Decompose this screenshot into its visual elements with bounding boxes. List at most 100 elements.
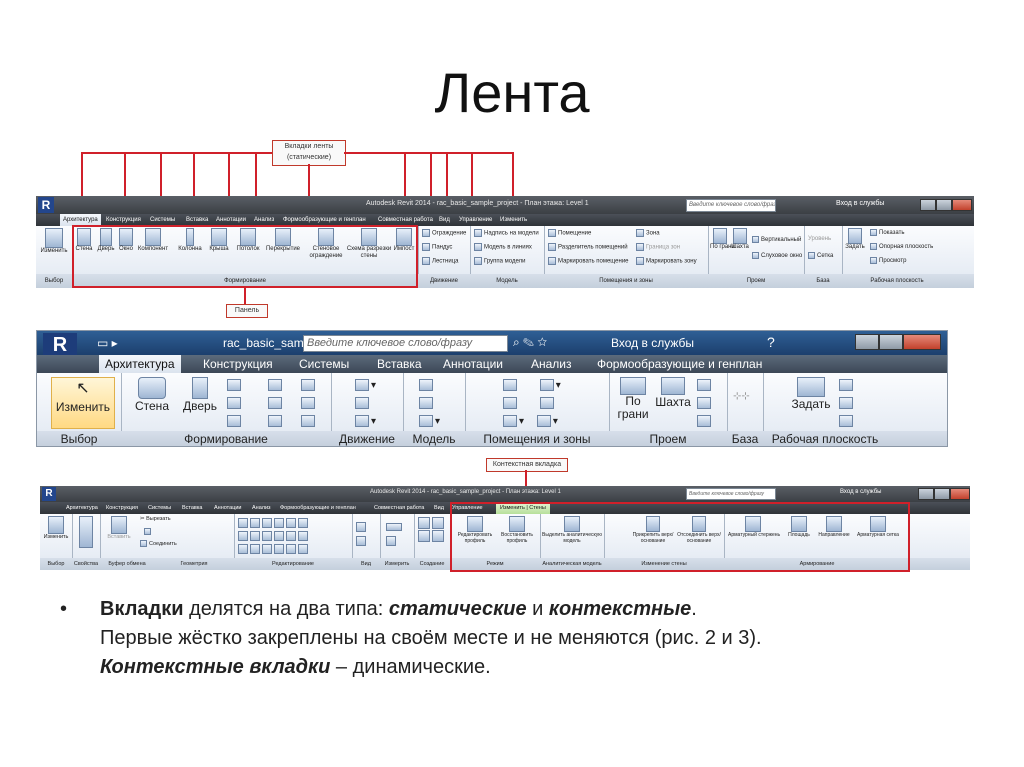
tab-manage[interactable]: Управление [452,505,483,511]
by-face-button[interactable]: По грани [613,377,653,421]
tab-analyze[interactable]: Анализ [252,505,271,511]
minimize-button[interactable] [918,488,934,500]
area-button[interactable]: Зона [636,229,660,237]
wall-button[interactable]: Стена [74,228,94,252]
tab-massing-site[interactable]: Формообразующие и генплан [597,357,763,371]
search-input[interactable]: Введите ключевое слово/фразу [303,335,508,352]
tab-manage[interactable]: Управление [459,217,493,223]
area-boundary-button[interactable]: Граница зон [636,243,680,251]
window-button[interactable]: Окно [116,228,136,252]
curtain-grid-button[interactable]: Схема разрезки стены [346,228,392,260]
build-small-tools[interactable] [227,377,317,431]
model-line-button[interactable]: Модель в линиях [474,243,532,251]
panel-select[interactable]: Выбор [60,432,98,446]
tab-insert[interactable]: Вставка [377,357,422,371]
measure-tools[interactable] [386,520,404,548]
tab-systems[interactable]: Системы [150,217,176,223]
door-button[interactable]: Дверь [96,228,116,252]
tab-collaborate[interactable]: Совместная работа [378,217,433,223]
stair-button[interactable]: Лестница [422,257,458,265]
set-workplane-button[interactable]: Задать [844,228,866,250]
tab-view[interactable]: Вид [434,505,444,511]
ref-plane-button[interactable]: Опорная плоскость [870,243,933,250]
search-tools-icons[interactable]: ⌕ ✎ ☆ [513,335,548,349]
door-button[interactable]: Дверь [177,377,223,413]
close-button[interactable] [950,488,970,500]
minimize-button[interactable] [920,199,936,211]
attach-top-base-button[interactable]: Прикрепить верх/основание [630,516,676,544]
model-text-button[interactable]: Надпись на модели [474,229,539,237]
tab-structure[interactable]: Конструкция [203,357,273,371]
panel-select[interactable]: Выбор [47,561,65,567]
tab-modify-walls[interactable]: Изменить | Стены [496,502,550,514]
component-button[interactable]: Компонент [136,228,170,252]
room-separator-button[interactable]: Разделитель помещений [548,243,628,251]
tab-systems[interactable]: Системы [299,357,350,371]
datum-tools[interactable]: ⊹⊹ [733,391,750,402]
tag-area-button[interactable]: Маркировать зону [636,257,697,265]
tab-annotate[interactable]: Аннотации [216,217,246,223]
ceiling-button[interactable]: Потолок [234,228,262,252]
model-group-button[interactable]: Группа модели [474,257,526,265]
tag-room-button[interactable]: Маркировать помещение [548,257,629,265]
quick-access-toolbar[interactable]: ▭ ▸ [97,336,118,350]
paste-button[interactable]: Вставить [104,516,134,540]
create-tools[interactable] [418,516,446,542]
model-tools[interactable]: ▾ [419,377,440,431]
shaft-button[interactable]: Шахта [655,377,691,409]
edit-profile-button[interactable]: Редактировать профиль [454,516,496,544]
tab-architecture[interactable]: Архитектура [66,505,98,511]
modify-tools[interactable] [238,516,310,555]
login-link[interactable]: Вход в службы [836,200,885,207]
curtain-system-button[interactable]: Стеновое ограждение [306,228,346,260]
panel-room-area[interactable]: Помещения и зоны [483,432,591,446]
area-reinforcement-button[interactable]: Площадь [784,516,814,538]
cut-button[interactable]: ✂ Вырезать [140,516,171,522]
tab-architecture[interactable]: Архитектура [99,355,181,373]
tab-massing-site[interactable]: Формообразующие и генплан [283,217,366,223]
tab-annotate[interactable]: Аннотации [443,357,503,371]
modify-button[interactable]: Изменить [42,516,70,540]
login-link[interactable]: Вход в службы [840,489,882,495]
tab-analyze[interactable]: Анализ [531,357,572,371]
detach-top-base-button[interactable]: Отсоединить верх/основание [676,516,722,544]
dormer-button[interactable]: Слуховое окно [752,252,802,259]
tab-collaborate[interactable]: Совместная работа [374,505,425,511]
tab-insert[interactable]: Вставка [182,505,203,511]
by-face-button[interactable]: По грани [710,228,735,250]
room-button[interactable]: Помещение [548,229,591,237]
show-workplane-button[interactable]: Показать [870,229,905,236]
opening-small-tools[interactable] [697,377,713,431]
rebar-button[interactable]: Арматурный стержень [728,516,780,538]
tab-structure[interactable]: Конструкция [106,505,138,511]
railing-button[interactable]: Ограждение [422,229,466,237]
shaft-button[interactable]: Шахта [730,228,750,250]
workplane-small-tools[interactable] [839,377,855,431]
grid-button[interactable]: Сетка [808,252,833,259]
panel-room-area[interactable]: Помещения и зоны [599,278,653,284]
tab-massing-site[interactable]: Формообразующие и генплан [280,505,356,511]
geometry-small-tools[interactable] [144,528,153,535]
minimize-button[interactable] [855,334,879,350]
tab-architecture[interactable]: Архитектура [60,214,101,226]
login-link[interactable]: Вход в службы [611,336,694,350]
highlight-analytical-button[interactable]: Выделить аналитическую модель [542,516,602,544]
mullion-button[interactable]: Импост [392,228,416,252]
tab-analyze[interactable]: Анализ [254,217,275,223]
reset-profile-button[interactable]: Восстановить профиль [496,516,538,544]
search-input[interactable]: Введите ключевое слово/фразу [686,199,776,212]
close-button[interactable] [952,199,972,211]
join-button[interactable]: Соединить [140,540,177,547]
roof-button[interactable]: Крыша [206,228,232,252]
modify-button[interactable]: ↖ Изменить [51,377,115,429]
tab-systems[interactable]: Системы [148,505,172,511]
circulation-tools[interactable]: ▾ ▾ [355,377,376,431]
maximize-button[interactable] [936,199,952,211]
direction-button[interactable]: Направление [816,516,852,538]
close-button[interactable] [903,334,941,350]
set-workplane-button[interactable]: Задать [789,377,833,411]
view-tools[interactable] [356,520,368,548]
panel-select[interactable]: Выбор [44,278,64,284]
tab-annotate[interactable]: Аннотации [214,505,242,511]
vertical-opening-button[interactable]: Вертикальный [752,236,801,243]
